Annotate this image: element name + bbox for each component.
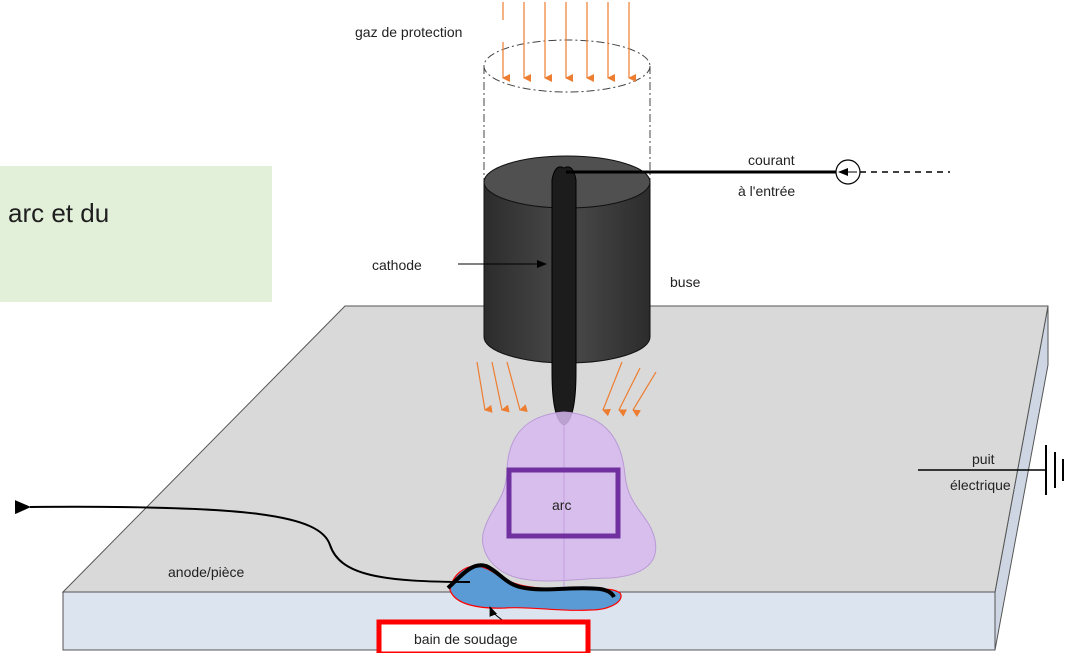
nozzle-label: buse — [670, 274, 701, 290]
arc-box — [506, 467, 621, 539]
sink-label-1: puit — [972, 451, 995, 467]
header-box — [0, 166, 272, 302]
weld-bead — [446, 563, 616, 599]
electrode — [551, 166, 577, 426]
gas-flow-arrows-lower — [476, 361, 657, 418]
arc-label: arc — [552, 497, 571, 513]
anode-pointer-arrow — [14, 500, 471, 583]
cathode-label: cathode — [372, 257, 422, 273]
gas-flow-arrows — [502, 2, 636, 82]
current-label-1: courant — [748, 152, 795, 168]
pool-label: bain de soudage — [414, 631, 518, 647]
gas-label: gaz de protection — [355, 24, 462, 40]
pool-box — [376, 619, 591, 653]
current-label-2: à l'entrée — [738, 183, 795, 199]
ground-symbol-icon — [1045, 445, 1064, 495]
sink-label-2: électrique — [950, 477, 1011, 493]
anode-label: anode/pièce — [168, 564, 245, 580]
gas-shield-cylinder — [483, 39, 651, 182]
header-text: arc et du — [8, 198, 109, 228]
gas-label-bg — [352, 20, 510, 42]
